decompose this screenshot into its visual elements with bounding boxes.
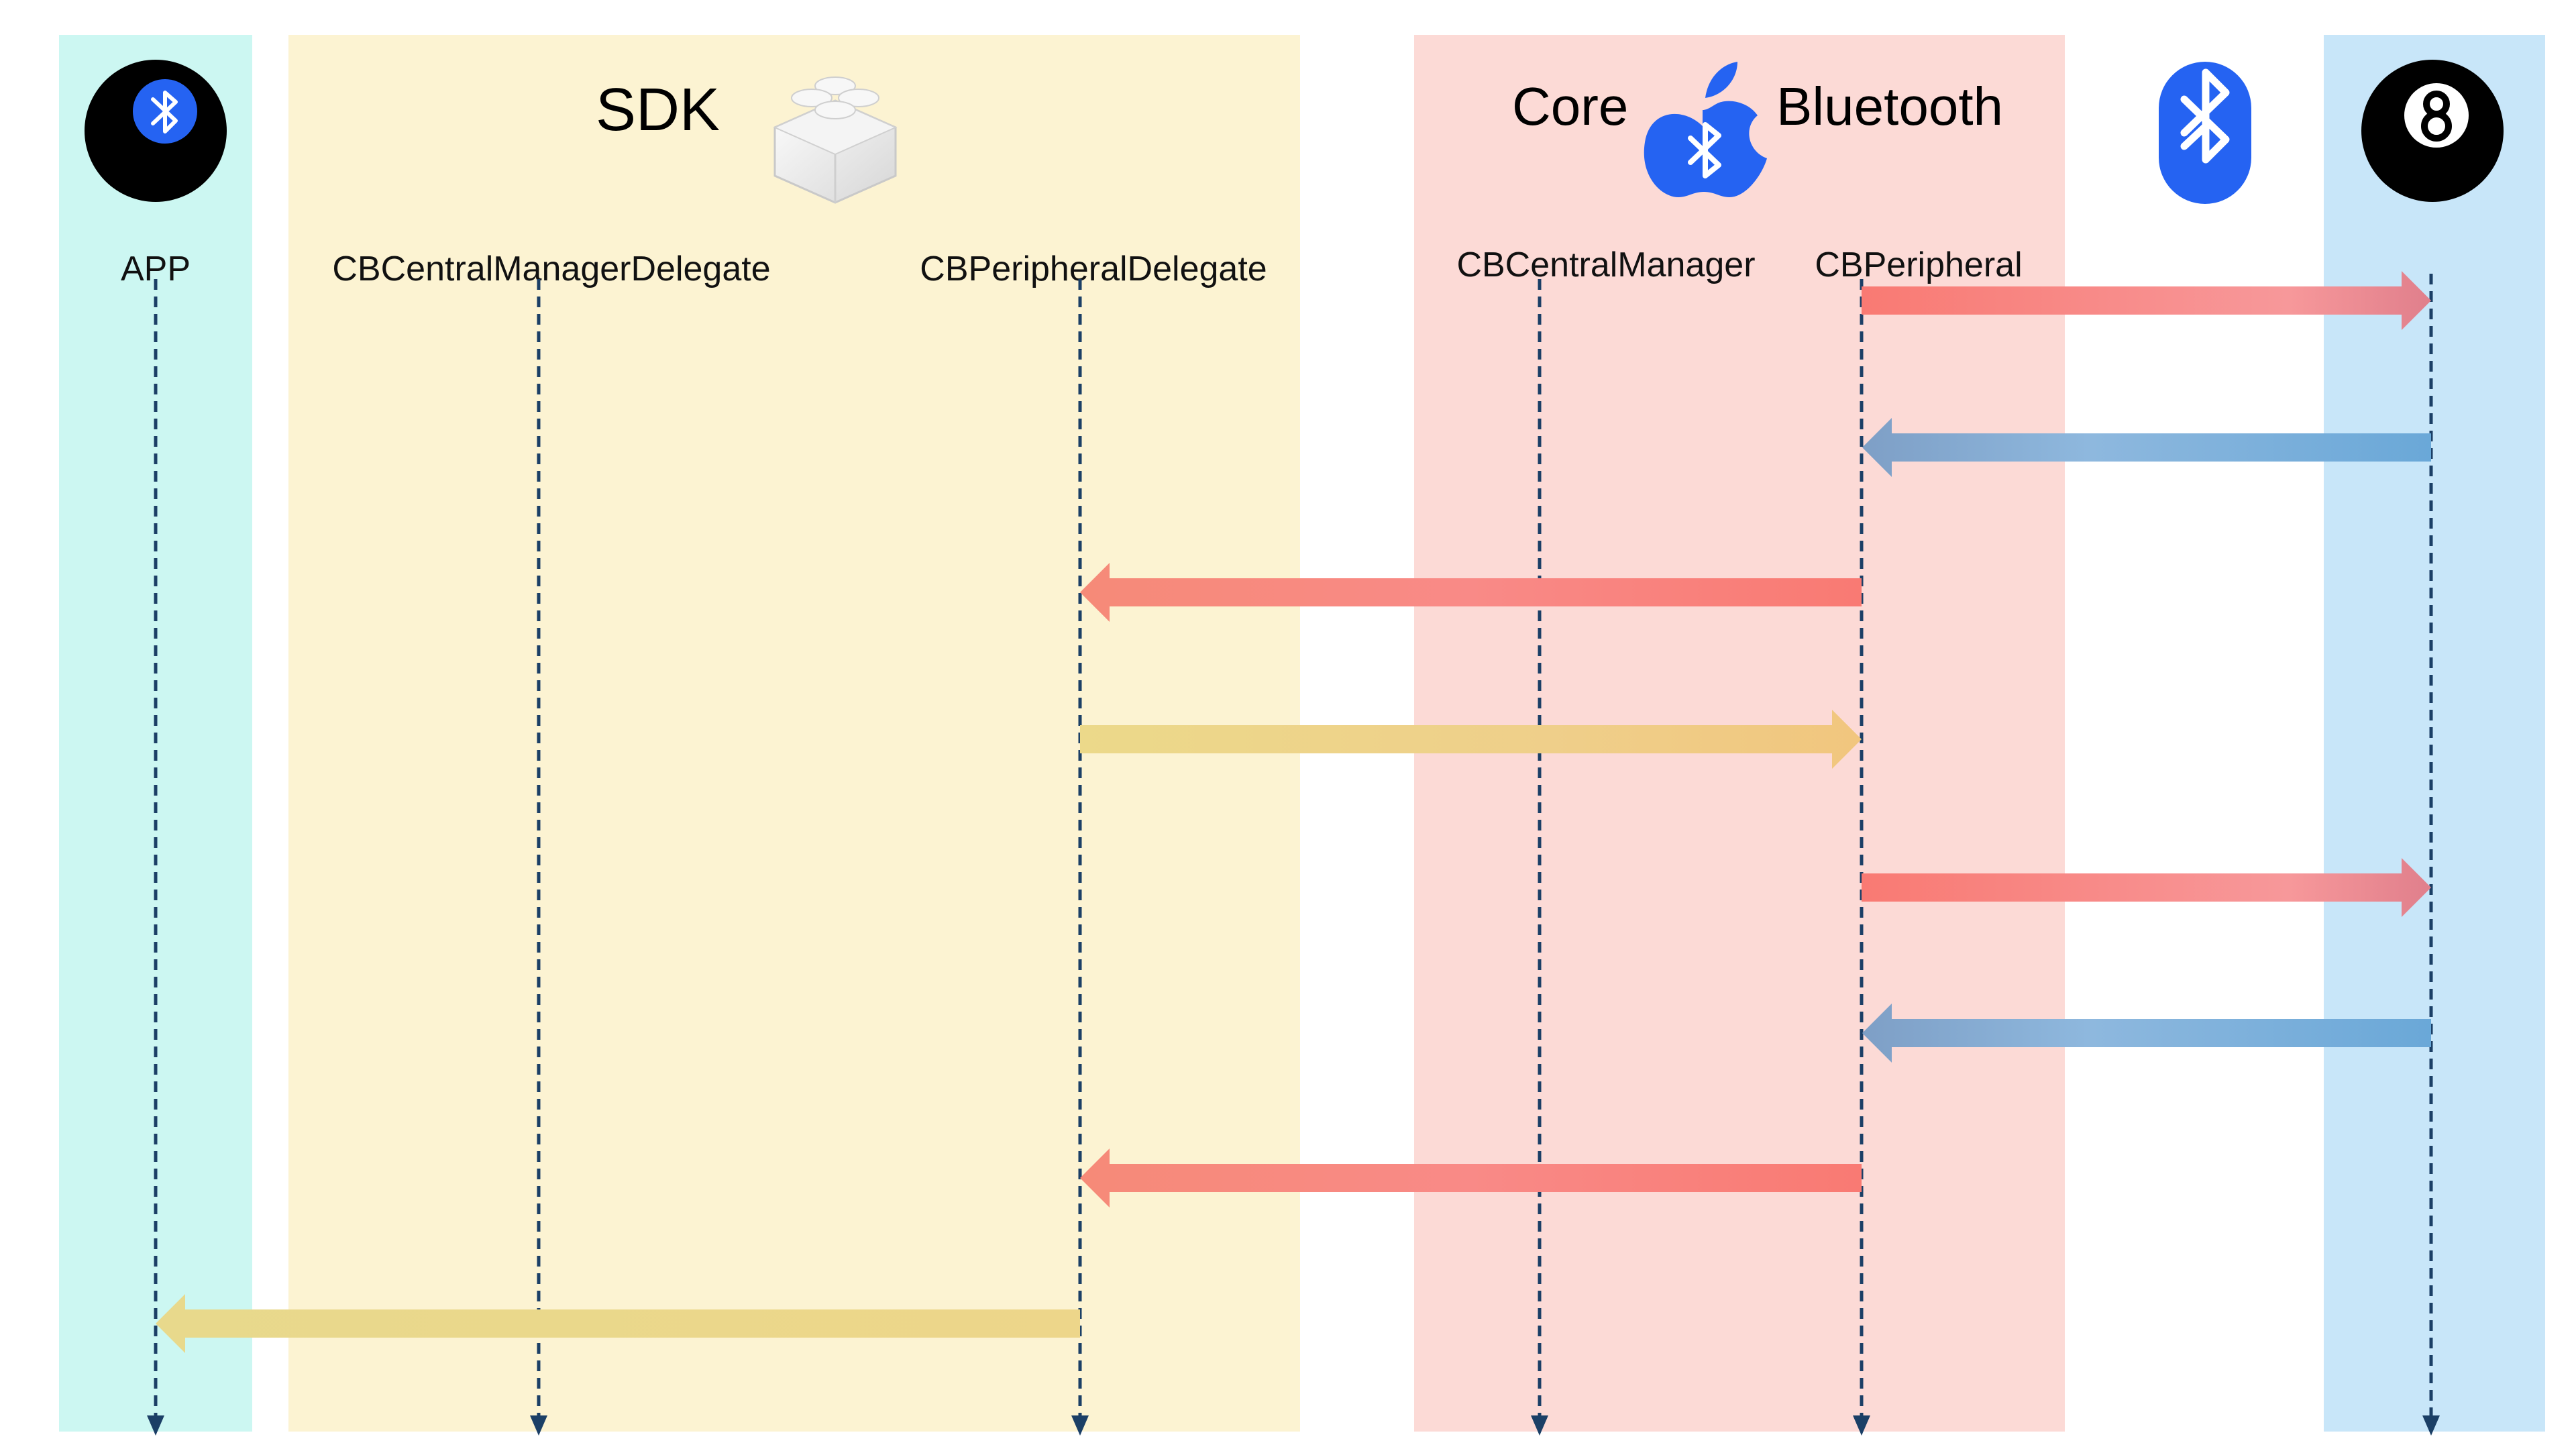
- bluetooth-title: Bluetooth: [1776, 76, 2003, 136]
- sdk-title: SDK: [596, 76, 720, 144]
- lifeline-arrowheads: [147, 1415, 2440, 1436]
- message-arrow-6: [1862, 1004, 2431, 1063]
- lifeline-end-central-manager-delegate: [530, 1415, 547, 1436]
- device-lane-background: [2324, 35, 2545, 1432]
- message-arrow-5: [1862, 858, 2431, 917]
- participant-label-peripheral: CBPeripheral: [1815, 246, 2022, 284]
- message-arrow-8: [156, 1294, 1080, 1353]
- lifeline-end-peripheral-delegate: [1071, 1415, 1089, 1436]
- message-arrows: [156, 271, 2431, 1353]
- device-eight-ball-icon: [2361, 60, 2504, 202]
- message-arrow-4: [1080, 710, 1862, 769]
- bluetooth-icon: [2159, 62, 2251, 204]
- message-arrow-1: [1862, 271, 2431, 330]
- sdk-lego-icon: [773, 76, 898, 204]
- lifeline-end-peripheral: [1853, 1415, 1870, 1436]
- participant-label-central-manager-delegate: CBCentralManagerDelegate: [332, 250, 770, 288]
- lifeline-end-central-manager: [1531, 1415, 1548, 1436]
- lifeline-end-device: [2422, 1415, 2440, 1436]
- core-title: Core: [1512, 76, 1628, 136]
- message-arrow-7: [1080, 1148, 1862, 1208]
- message-arrow-2: [1862, 418, 2431, 477]
- apple-bluetooth-icon: [1644, 62, 1767, 197]
- lifeline-end-app: [147, 1415, 164, 1436]
- app-icon: [85, 60, 227, 202]
- participant-label-peripheral-delegate: CBPeripheralDelegate: [920, 250, 1267, 288]
- participant-label-central-manager: CBCentralManager: [1456, 246, 1755, 284]
- lifelines: [154, 274, 2433, 1421]
- message-arrow-3: [1080, 563, 1862, 622]
